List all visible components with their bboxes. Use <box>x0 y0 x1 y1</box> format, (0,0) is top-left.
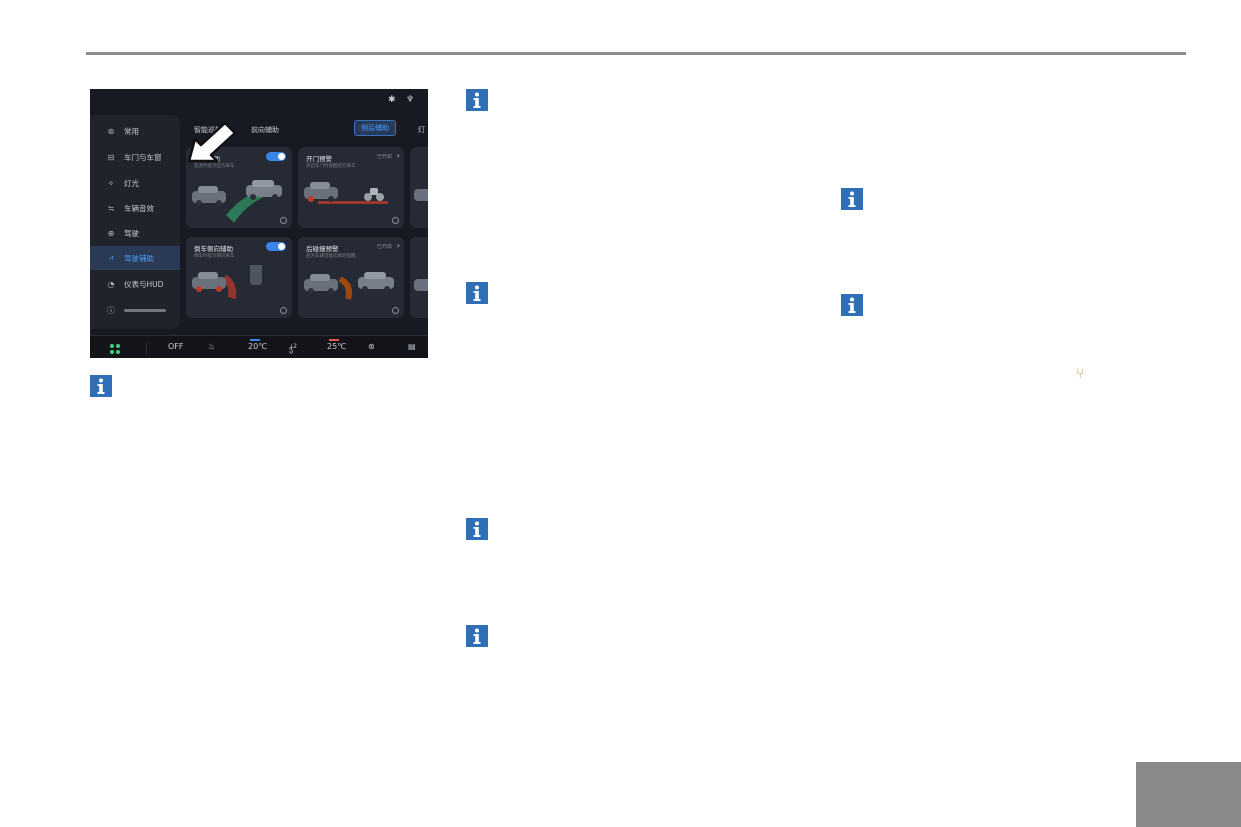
chevron-right-icon[interactable]: › <box>396 151 400 160</box>
fan-speed[interactable]: ჭ2 <box>289 341 297 356</box>
seat-icon: ⑂ <box>1076 366 1085 382</box>
right-temperature-value: 25℃ <box>327 342 347 351</box>
rear-collision-illustration <box>304 272 394 300</box>
card-subtitle: 倒车时提示侧向来车 <box>194 254 235 259</box>
info-icon <box>466 282 488 304</box>
header-rule <box>86 52 1186 55</box>
sidebar-item-label: 灯光 <box>124 178 139 188</box>
ac-off-button[interactable]: OFF <box>168 342 184 351</box>
lane-change-toggle[interactable] <box>266 152 286 161</box>
front-defrost-icon[interactable]: ⊛ <box>368 342 375 351</box>
sidebar-item-label: 车门与车窗 <box>124 152 162 162</box>
reverse-side-toggle[interactable] <box>266 242 286 251</box>
reverse-side-assist-card[interactable]: 倒车侧向辅助 倒车时提示侧向来车 <box>186 237 292 318</box>
card-subtitle: 后方车辆可能追尾时提醒 <box>306 254 356 259</box>
info-icon <box>841 294 863 316</box>
sidebar-item-label: 驾驶 <box>124 228 139 238</box>
climate-bar: OFF ♨ 20℃ ჭ2 25℃ ⊛ ▤ <box>90 335 428 358</box>
sidebar-item-common[interactable]: ⊛ 常用 <box>90 119 180 143</box>
brand-logo <box>124 308 166 312</box>
right-temperature[interactable]: 25℃ <box>327 339 347 353</box>
card-title: 倒车侧向辅助 <box>194 245 233 253</box>
door-warning-illustration <box>304 182 388 204</box>
sidebar-item-driving[interactable]: ⊕ 驾驶 <box>90 221 180 245</box>
sidebar-item-hud[interactable]: ◔ 仪表与HUD <box>90 272 180 296</box>
signal-icon: ♆ <box>406 95 415 105</box>
info-icon: ⓘ <box>107 305 115 315</box>
status-badge: 已开启 <box>376 154 392 160</box>
sidebar-item-label: 驾驶辅助 <box>124 253 154 263</box>
gauge-icon: ◔ <box>107 279 115 289</box>
partial-card[interactable] <box>410 237 428 318</box>
sound-icon: ≒ <box>107 203 115 213</box>
sidebar-item-about[interactable]: ⓘ <box>90 298 180 322</box>
sidebar-item-label: 常用 <box>124 126 139 136</box>
rear-defrost-icon[interactable]: ▤ <box>408 342 416 351</box>
partial-card[interactable] <box>410 147 428 228</box>
page-tab <box>1136 762 1241 827</box>
card-subtitle: 变道时提示后方来车 <box>194 164 235 169</box>
info-icon <box>466 625 488 647</box>
sidebar-item-label: 车辆音效 <box>124 203 154 213</box>
settings-sidebar: ⊛ 常用 ⊟ 车门与车窗 ✧ 灯光 ≒ 车辆音效 ⊕ 驾驶 ⩘ 驾驶辅助 ◔ 仪… <box>90 115 180 329</box>
door-icon: ⊟ <box>107 152 115 162</box>
sidebar-item-doors[interactable]: ⊟ 车门与车窗 <box>90 145 180 169</box>
info-icon <box>466 518 488 540</box>
sidebar-item-label: 仪表与HUD <box>124 279 164 289</box>
card-subtitle: 开启车门时提醒后方来车 <box>306 164 356 169</box>
tab-lights[interactable]: 灯 <box>418 126 425 134</box>
partial-illustration <box>414 279 428 291</box>
door-open-warning-card[interactable]: 开门预警 已开启 › 开启车门时提醒后方来车 <box>298 147 404 228</box>
info-icon <box>466 89 488 111</box>
seat-heat-icon[interactable]: ♨ <box>208 342 216 351</box>
infotainment-screenshot: ✱ ♆ ⊛ 常用 ⊟ 车门与车窗 ✧ 灯光 ≒ 车辆音效 ⊕ 驾驶 ⩘ 驾驶辅助… <box>90 89 428 358</box>
info-icon[interactable] <box>280 217 287 224</box>
sidebar-item-driver-assist[interactable]: ⩘ 驾驶辅助 <box>90 246 180 270</box>
apps-icon[interactable] <box>110 344 120 354</box>
assist-tabs: 智能巡航 前向辅助 侧后辅助 灯 <box>182 120 428 137</box>
info-icon <box>90 375 112 397</box>
sidebar-item-sound[interactable]: ≒ 车辆音效 <box>90 196 180 220</box>
light-icon: ✧ <box>107 178 115 188</box>
fan-level: 2 <box>293 343 297 350</box>
rear-collision-warning-card[interactable]: 后碰撞预警 已开启 › 后方车辆可能追尾时提醒 <box>298 237 404 318</box>
card-title: 后碰撞预警 <box>306 245 339 253</box>
tab-cruise[interactable]: 智能巡航 <box>194 126 222 134</box>
assist-icon: ⩘ <box>108 253 114 262</box>
info-icon[interactable] <box>392 217 399 224</box>
pointer-arrow <box>187 121 237 163</box>
divider <box>146 342 147 354</box>
sidebar-item-lights[interactable]: ✧ 灯光 <box>90 171 180 195</box>
tab-forward-assist[interactable]: 前向辅助 <box>251 126 279 134</box>
tab-rear-side-assist[interactable]: 侧后辅助 <box>354 120 396 136</box>
bluetooth-icon: ✱ <box>388 95 396 105</box>
settings-icon: ⊛ <box>107 126 115 136</box>
partial-illustration <box>414 189 428 201</box>
status-badge: 已开启 <box>376 244 392 250</box>
info-icon[interactable] <box>392 307 399 314</box>
heat-indicator <box>329 339 339 341</box>
info-icon[interactable] <box>280 307 287 314</box>
left-temperature-value: 20℃ <box>248 342 268 351</box>
left-temperature[interactable]: 20℃ <box>248 339 268 353</box>
steering-icon: ⊕ <box>107 228 115 238</box>
lane-change-illustration <box>192 180 282 223</box>
status-bar: ✱ ♆ <box>90 89 428 111</box>
fan-icon: ჭ <box>289 344 294 354</box>
cool-indicator <box>250 339 260 341</box>
chevron-right-icon[interactable]: › <box>396 241 400 250</box>
info-icon <box>841 188 863 210</box>
reverse-side-illustration <box>192 265 262 299</box>
card-title: 开门预警 <box>306 155 332 163</box>
